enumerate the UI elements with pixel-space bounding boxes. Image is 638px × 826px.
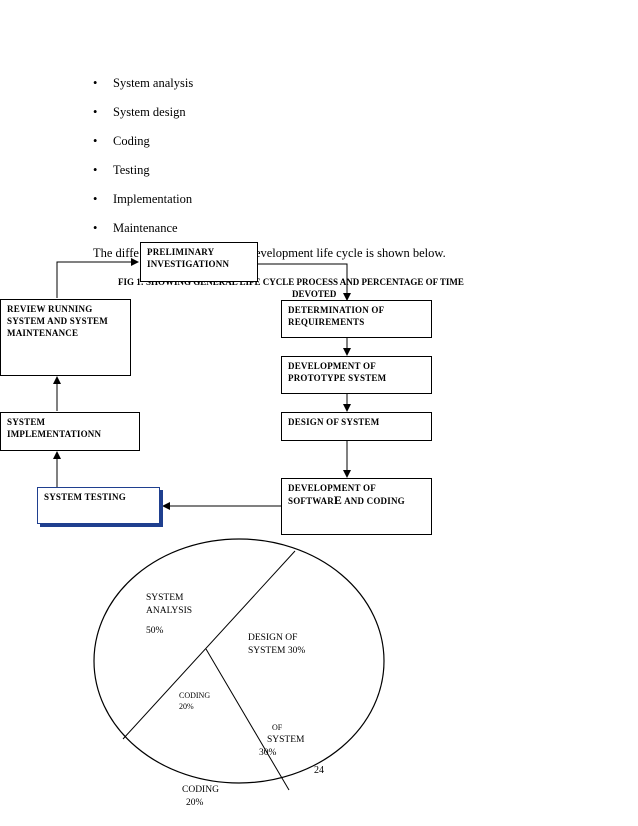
box-label: DEVELOPMENT OF PROTOTYPE SYSTEM — [288, 361, 387, 383]
pie-label-line: ANALYSIS — [146, 606, 193, 616]
bullet-dot: • — [93, 221, 98, 235]
box-label: AND CODING — [342, 496, 405, 506]
pie-label-line: CODING — [182, 785, 219, 795]
pie-label-line: OF — [272, 723, 283, 732]
pie-divider-2 — [205, 648, 290, 791]
pie-label-line: CODING — [179, 691, 211, 700]
bullet-dot: • — [93, 105, 98, 119]
pie-label-analysis: SYSTEM ANALYSIS 50% — [146, 592, 192, 638]
pie-label-line: 20% — [186, 798, 204, 808]
pie-label-system-pct: 30% — [259, 747, 276, 760]
list-item: • System analysis — [93, 72, 193, 101]
list-item: • System design — [93, 101, 193, 130]
intro-right: evelopment life cycle is shown below. — [254, 246, 446, 260]
bullet-text: Testing — [113, 163, 150, 177]
bullet-dot: • — [93, 76, 98, 90]
bullet-dot: • — [93, 163, 98, 177]
box-label-big: E — [333, 493, 343, 507]
pie-label-line: 20% — [179, 702, 194, 711]
pie-label-pct: 50% — [146, 626, 164, 636]
box-system-testing: SYSTEM TESTING — [37, 487, 160, 524]
pie-label-pct: 30% — [259, 748, 277, 758]
box-label: DETERMINATION OF REQUIREMENTS — [288, 305, 384, 327]
pie-ellipse — [93, 538, 385, 784]
bullet-text: Coding — [113, 134, 150, 148]
pie-label-line: SYSTEM 30% — [248, 646, 306, 656]
box-label: PRELIMINARY INVESTIGATIONN — [147, 247, 230, 269]
pie-label-line: DESIGN OF — [248, 633, 298, 643]
intro-left: The diffe — [93, 246, 139, 260]
list-item: • Testing — [93, 159, 193, 188]
bullet-dot: • — [93, 192, 98, 206]
figure-caption: FIG 1: SHOWING GENERAL LIFE CYCLE PROCES… — [118, 277, 464, 287]
box-implementation: SYSTEM IMPLEMENTATIONN — [0, 412, 140, 451]
pie-label-coding-outer: CODING 20% — [182, 784, 219, 810]
bullet-list: •System analysis •System design •Coding … — [93, 72, 193, 246]
box-label: DESIGN OF SYSTEM — [288, 417, 380, 427]
bullet-text: System design — [113, 105, 186, 119]
box-label: REVIEW RUNNING SYSTEM AND SYSTEM MAINTEN… — [7, 304, 108, 338]
pie-label-system: SYSTEM — [267, 734, 304, 747]
box-prototype: DEVELOPMENT OF PROTOTYPE SYSTEM — [281, 356, 432, 394]
pie-label-line: SYSTEM — [146, 593, 184, 603]
box-label: DEVELOPMENT OF SOFTWAR — [288, 483, 376, 506]
list-item: • Maintenance — [93, 217, 193, 246]
pie-label-line: SYSTEM — [267, 735, 305, 745]
box-determination: DETERMINATION OF REQUIREMENTS — [281, 300, 432, 338]
box-label: SYSTEM IMPLEMENTATIONN — [7, 417, 102, 439]
bullet-text: System analysis — [113, 76, 194, 90]
pie-divider-1 — [122, 550, 296, 740]
pie-label-coding-inner: CODING 20% — [179, 690, 210, 712]
box-software-coding: DEVELOPMENT OF SOFTWARE AND CODING — [281, 478, 432, 535]
bullet-text: Implementation — [113, 192, 193, 206]
figure-caption-cont: DEVOTED — [292, 289, 337, 299]
intro-sentence: The diffe evelopment life cycle is shown … — [93, 246, 446, 261]
bullet-text: Maintenance — [113, 221, 178, 235]
page-number: 24 — [314, 765, 324, 776]
pie-label-of: OF — [272, 722, 282, 733]
list-item: • Implementation — [93, 188, 193, 217]
pie-label-design: DESIGN OF SYSTEM 30% — [248, 632, 305, 658]
box-preliminary-investigation: PRELIMINARY INVESTIGATIONN — [140, 242, 258, 282]
box-design: DESIGN OF SYSTEM — [281, 412, 432, 441]
bullet-dot: • — [93, 134, 98, 148]
list-item: • Coding — [93, 130, 193, 159]
box-review-maintenance: REVIEW RUNNING SYSTEM AND SYSTEM MAINTEN… — [0, 299, 131, 376]
box-label: SYSTEM TESTING — [44, 492, 126, 502]
